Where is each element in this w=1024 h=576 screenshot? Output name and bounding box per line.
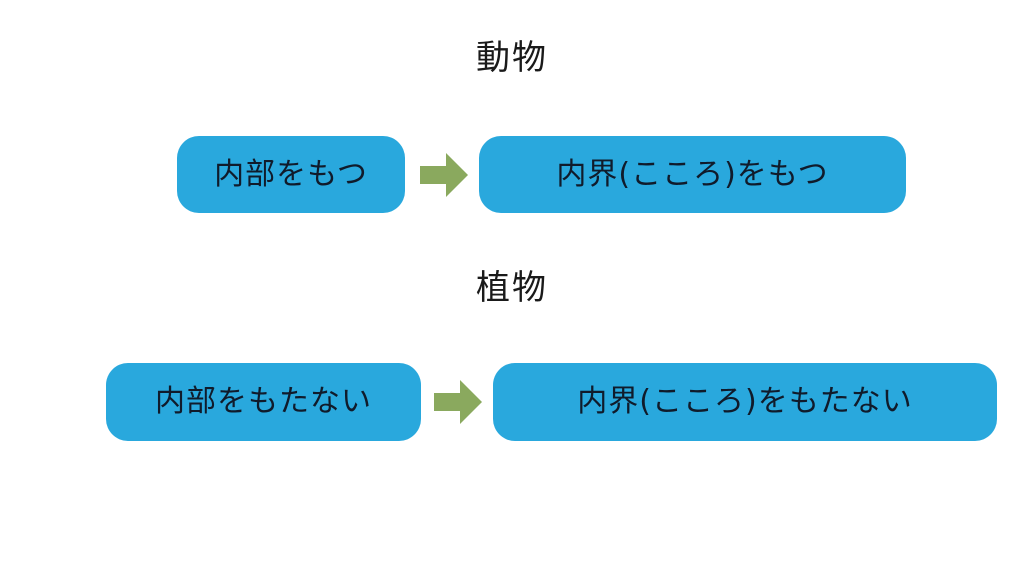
right-arrow-icon-plant bbox=[434, 380, 482, 424]
right-arrow-icon-animal bbox=[420, 153, 468, 197]
section-header-plant: 植物 bbox=[476, 268, 548, 308]
animal-conclusion-box: 内界(こころ)をもつ bbox=[479, 136, 906, 213]
animal-premise-box: 内部をもつ bbox=[177, 136, 405, 213]
section-header-animal: 動物 bbox=[476, 38, 548, 78]
plant-conclusion-box: 内界(こころ)をもたない bbox=[493, 363, 997, 441]
plant-premise-box: 内部をもたない bbox=[106, 363, 421, 441]
